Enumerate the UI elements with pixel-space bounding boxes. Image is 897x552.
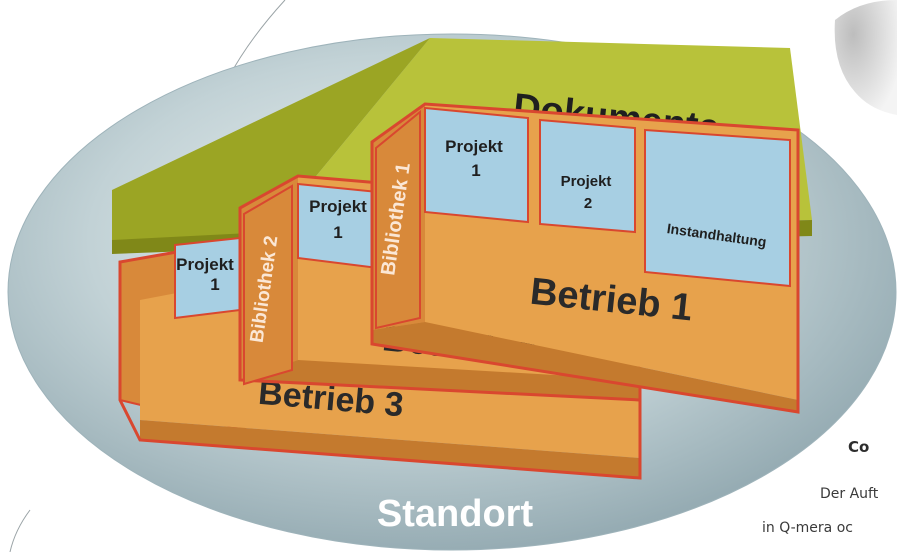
betrieb-1-block — [370, 102, 800, 414]
side-text-line-1: Der Auft — [820, 486, 879, 502]
decorative-shape — [834, 0, 897, 115]
standort-label: Standort — [377, 493, 534, 535]
side-heading: Co — [848, 438, 870, 456]
decorative-curve — [9, 509, 31, 552]
side-text-line-2: in Q-mera oc — [762, 520, 853, 536]
standort-platform-outline — [7, 33, 897, 551]
